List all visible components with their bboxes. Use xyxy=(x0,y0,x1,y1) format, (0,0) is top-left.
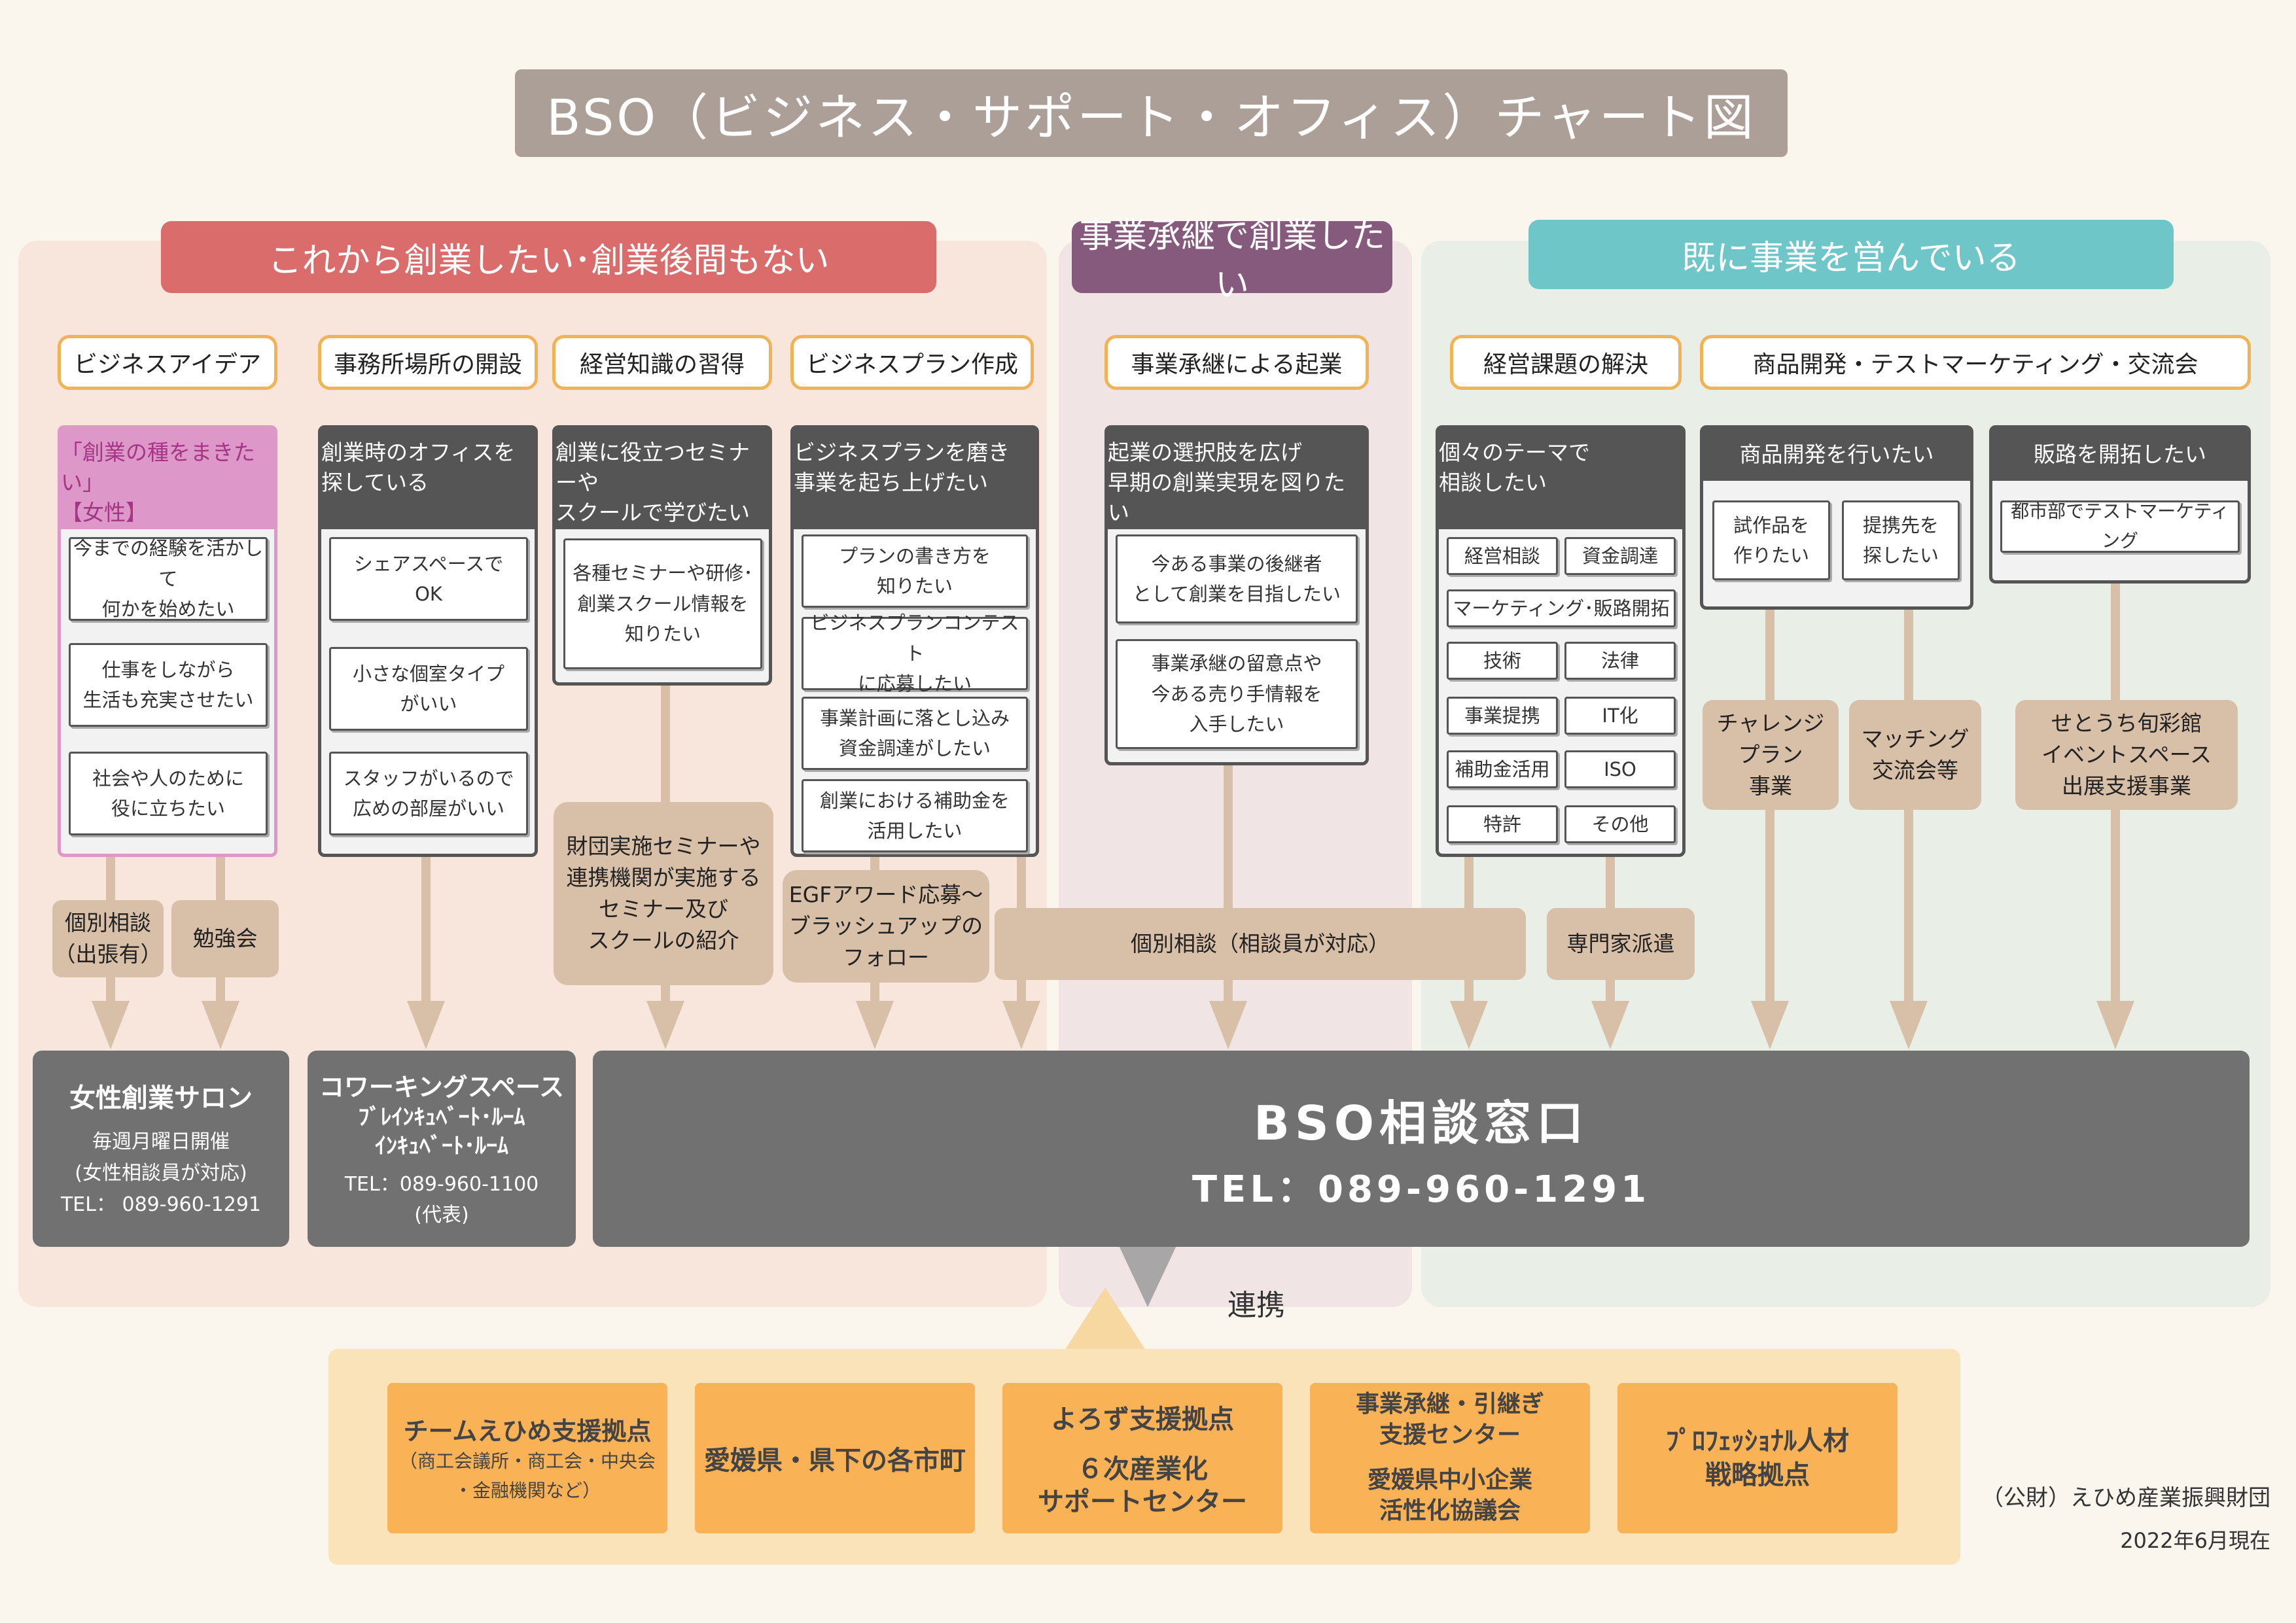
card-title: 商品開発を行いたい xyxy=(1703,428,1970,481)
list-item: 創業における補助金を活用したい xyxy=(802,779,1028,852)
list-item: 仕事をしながら生活も充実させたい xyxy=(69,643,268,727)
sub-knowledge: 経営知識の習得 xyxy=(552,335,772,390)
tag-item: 経営相談 xyxy=(1447,537,1558,575)
card-title-sub: 相談したい xyxy=(1439,470,1547,496)
partner-professional: ﾌﾟﾛﾌｪｯｼｮﾅﾙ人材 戦略拠点 xyxy=(1617,1383,1898,1533)
list-item: 今までの経験を活かして何かを始めたい xyxy=(69,537,268,621)
service-study: 勉強会 xyxy=(171,900,279,977)
partner-municipalities: 愛媛県・県下の各市町 xyxy=(695,1383,975,1533)
list-item: 各種セミナーや研修･創業スクール情報を知りたい xyxy=(563,538,762,669)
card-product: 商品開発を行いたい 試作品を作りたい 提携先を探したい xyxy=(1700,425,1973,610)
list-item: 提携先を探したい xyxy=(1842,500,1960,580)
tag-item: 補助金活用 xyxy=(1447,750,1558,788)
list-item: ビジネスプランコンテストに応募したい xyxy=(802,612,1028,695)
sub-succession: 事業承継による起業 xyxy=(1104,335,1369,390)
sub-product: 商品開発・テストマーケティング・交流会 xyxy=(1700,335,2251,390)
sub-plan: ビジネスプラン作成 xyxy=(790,335,1034,390)
card-title: 「創業の種をまきたい」 xyxy=(61,440,255,496)
list-item: 社会や人のために役に立ちたい xyxy=(69,752,268,835)
service-individual: 個別相談（相談員が対応） xyxy=(995,908,1526,980)
service-egf: EGFアワード応募～ブラッシュアップのフォロー xyxy=(783,870,989,983)
card-market: 販路を開拓したい 都市部でテストマーケティング xyxy=(1989,425,2251,584)
category-existing: 既に事業を営んでいる xyxy=(1528,220,2174,289)
service-challenge: チャレンジプラン事業 xyxy=(1703,700,1839,810)
sub-office: 事務所場所の開設 xyxy=(318,335,538,390)
list-item: 小さな個室タイプがいい xyxy=(329,647,528,731)
service-zaidan: 財団実施セミナーや連携機関が実施するセミナー及びスクールの紹介 xyxy=(554,802,773,985)
link-label: 連携 xyxy=(1227,1289,1285,1322)
tag-item: 資金調達 xyxy=(1564,537,1676,575)
card-seminar: 創業に役立つセミナーや スクールで学びたい 各種セミナーや研修･創業スクール情報… xyxy=(552,425,772,686)
card-title: 個々のテーマで xyxy=(1439,440,1590,465)
list-item: スタッフがいるので広めの部屋がいい xyxy=(329,752,528,835)
list-item: 試作品を作りたい xyxy=(1712,500,1830,580)
category-succession: 事業承継で創業したい xyxy=(1072,217,1392,305)
service-individual-trip: 個別相談（出張有） xyxy=(52,900,164,977)
tag-item: マーケティング･販路開拓 xyxy=(1447,589,1676,627)
footer-org: （公財）えひめ産業振興財団 xyxy=(1981,1485,2270,1511)
list-item: 事業計画に落とし込み資金調達がしたい xyxy=(802,697,1028,770)
list-item: 今ある事業の後継者として創業を目指したい xyxy=(1116,534,1358,623)
destination-coworking: コワーキングスペース ﾌﾞﾚｲﾝｷｭﾍﾞｰﾄ･ﾙｰﾑ ｲﾝｷｭﾍﾞｰﾄ･ﾙｰﾑ … xyxy=(308,1051,576,1247)
card-title: 創業に役立つセミナーや xyxy=(556,440,750,496)
sub-idea: ビジネスアイデア xyxy=(58,335,277,390)
card-title-sub: 事業を起ち上げたい xyxy=(794,470,988,496)
partner-yorozu: よろず支援拠点 ６次産業化 サポートセンター xyxy=(1002,1383,1282,1533)
page-title: BSO（ビジネス・サポート・オフィス）チャート図 xyxy=(515,69,1788,157)
tag-item: 事業提携 xyxy=(1447,697,1558,735)
footer-date: 2022年6月現在 xyxy=(2120,1528,2270,1553)
partner-team-ehime: チームえひめ支援拠点 （商工会議所・商工会・中央会 ・金融機関など） xyxy=(387,1383,667,1533)
connector-line xyxy=(421,850,431,1007)
tag-item: 法律 xyxy=(1564,642,1676,680)
card-title: 起業の選択肢を広げ xyxy=(1108,440,1302,465)
card-title: ビジネスプランを磨き xyxy=(794,440,1010,465)
list-item: 事業承継の留意点や今ある売り手情報を入手したい xyxy=(1116,639,1358,749)
card-succession: 起業の選択肢を広げ 早期の創業実現を図りたい 今ある事業の後継者として創業を目指… xyxy=(1104,425,1369,765)
card-theme: 個々のテーマで 相談したい 経営相談 資金調達 マーケティング･販路開拓 技術 … xyxy=(1436,425,1686,857)
tag-item: IT化 xyxy=(1564,697,1676,735)
sub-issues: 経営課題の解決 xyxy=(1450,335,1682,390)
card-title: 創業時のオフィスを xyxy=(321,440,516,465)
card-title-sub: 【女性】 xyxy=(61,500,147,526)
list-item: プランの書き方を知りたい xyxy=(802,534,1028,608)
category-start: これから創業したい･創業後間もない xyxy=(161,221,936,293)
list-item: 都市部でテストマーケティング xyxy=(2000,500,2240,553)
card-title-sub: 探している xyxy=(321,470,429,496)
service-matching: マッチング交流会等 xyxy=(1849,700,1981,810)
service-expert: 専門家派遣 xyxy=(1547,908,1695,980)
card-women: 「創業の種をまきたい」 【女性】 今までの経験を活かして何かを始めたい 仕事をし… xyxy=(58,425,277,857)
tag-item: その他 xyxy=(1564,805,1676,843)
tag-item: 技術 xyxy=(1447,642,1558,680)
card-title: 販路を開拓したい xyxy=(1992,428,2248,481)
destination-bso: BSO相談窓口 TEL：089-960-1291 xyxy=(593,1051,2250,1247)
tag-item: 特許 xyxy=(1447,805,1558,843)
card-plan: ビジネスプランを磨き 事業を起ち上げたい プランの書き方を知りたい ビジネスプラ… xyxy=(790,425,1039,857)
service-setouchi: せとうち旬彩館イベントスペース出展支援事業 xyxy=(2015,700,2238,810)
card-title-sub: 早期の創業実現を図りたい xyxy=(1108,470,1345,526)
card-title-sub: スクールで学びたい xyxy=(556,500,750,526)
partner-succession-center: 事業承継・引継ぎ 支援センター 愛媛県中小企業 活性化協議会 xyxy=(1310,1383,1590,1533)
destination-salon: 女性創業サロン 毎週月曜日開催 (女性相談員が対応) TEL： 089-960-… xyxy=(33,1051,289,1247)
tag-item: ISO xyxy=(1564,750,1676,788)
